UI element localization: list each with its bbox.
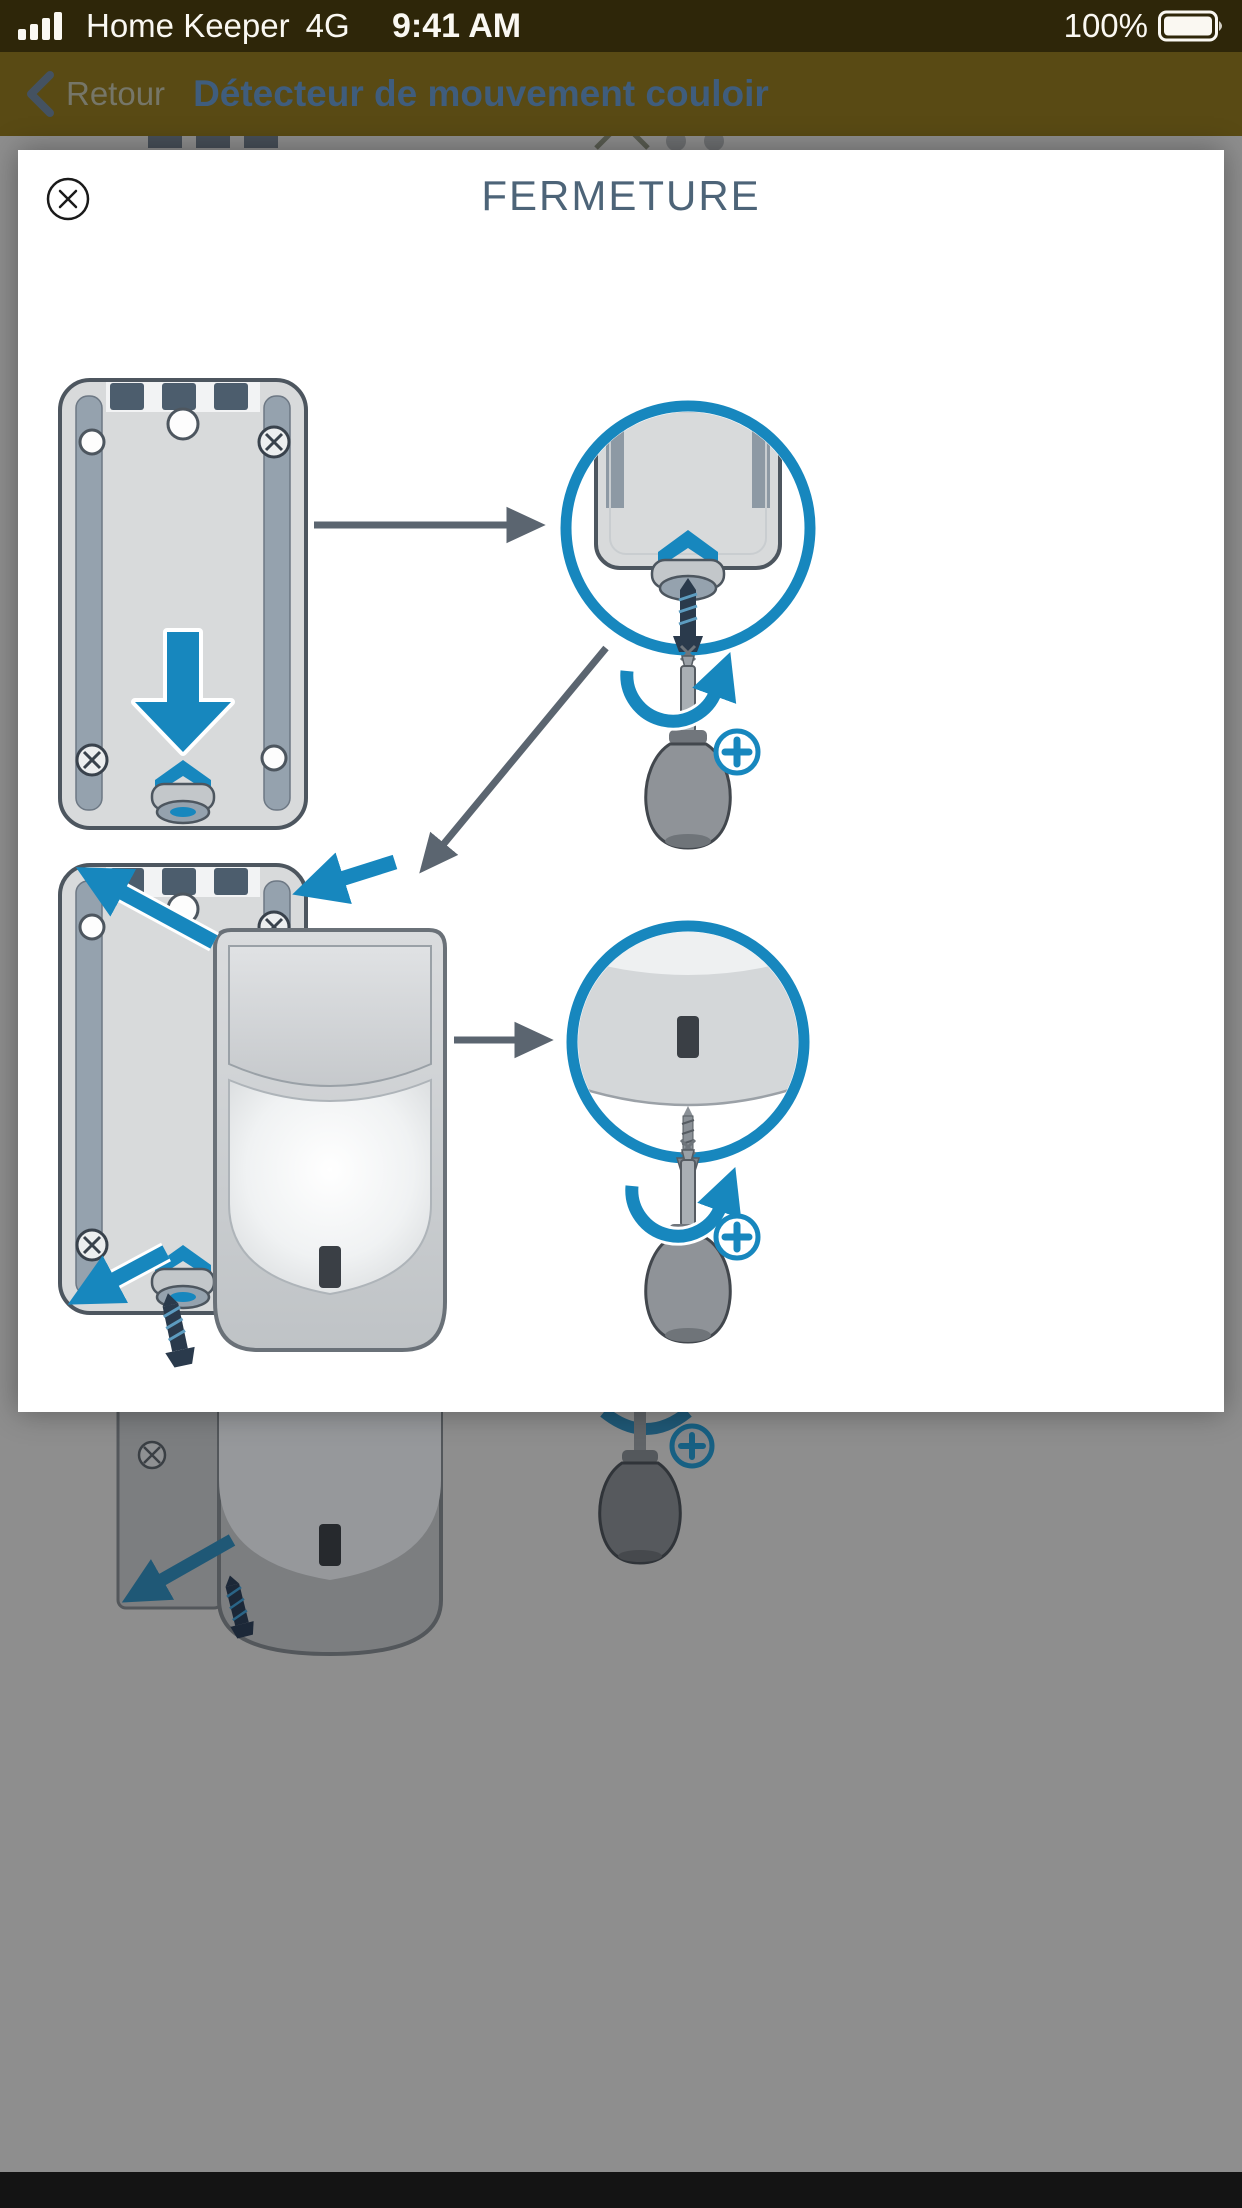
zoom-detail-base-screw: [560, 400, 816, 850]
align-arrow-top-left: [75, 867, 218, 949]
rotation-arrow-icon: [625, 1166, 742, 1243]
step1-back-plate: [58, 378, 308, 830]
dimmed-bottom-diagram: [116, 1396, 715, 1657]
back-button[interactable]: Retour: [26, 70, 165, 118]
align-arrow-top-right: [292, 852, 398, 904]
detector-front-cover-illustration: [213, 928, 447, 1352]
back-label: Retour: [66, 75, 166, 112]
zoom-detail-cover-screw: [566, 920, 810, 1344]
closing-instructions-diagram: [58, 378, 816, 1371]
align-arrow-bottom-left: [67, 1245, 170, 1305]
battery-percent: 100%: [1063, 7, 1148, 44]
circle-x-icon: [46, 177, 90, 221]
navigation-bar: Retour Détecteur de mouvement couloir: [0, 52, 1242, 136]
rotation-arrow-icon: [620, 651, 737, 728]
cell-signal-icon: [18, 12, 62, 40]
dimmed-bottom-bar: [0, 2172, 1242, 2208]
chevron-left-icon: [27, 71, 54, 117]
modal-title: FERMETURE: [481, 172, 761, 219]
status-bar: Home Keeper 4G 9:41 AM 100%: [0, 0, 1242, 52]
screwdriver-icon: [598, 1461, 682, 1565]
flow-arrow-diagonal: [419, 645, 609, 874]
insert-direction-arrow: [131, 628, 235, 756]
carrier-name: Home Keeper: [86, 7, 290, 44]
step2-mount-cover: [58, 851, 447, 1371]
close-button[interactable]: [44, 175, 92, 223]
phillips-bit-icon: [713, 1213, 761, 1261]
screw-icon: [225, 1575, 254, 1639]
battery-icon: [1158, 10, 1222, 42]
clock: 9:41 AM: [392, 7, 522, 45]
fermeture-modal: FERMETURE: [18, 150, 1224, 1412]
network-type: 4G: [305, 7, 350, 44]
phillips-bit-icon: [713, 728, 761, 776]
page-title: Détecteur de mouvement couloir: [193, 73, 769, 114]
